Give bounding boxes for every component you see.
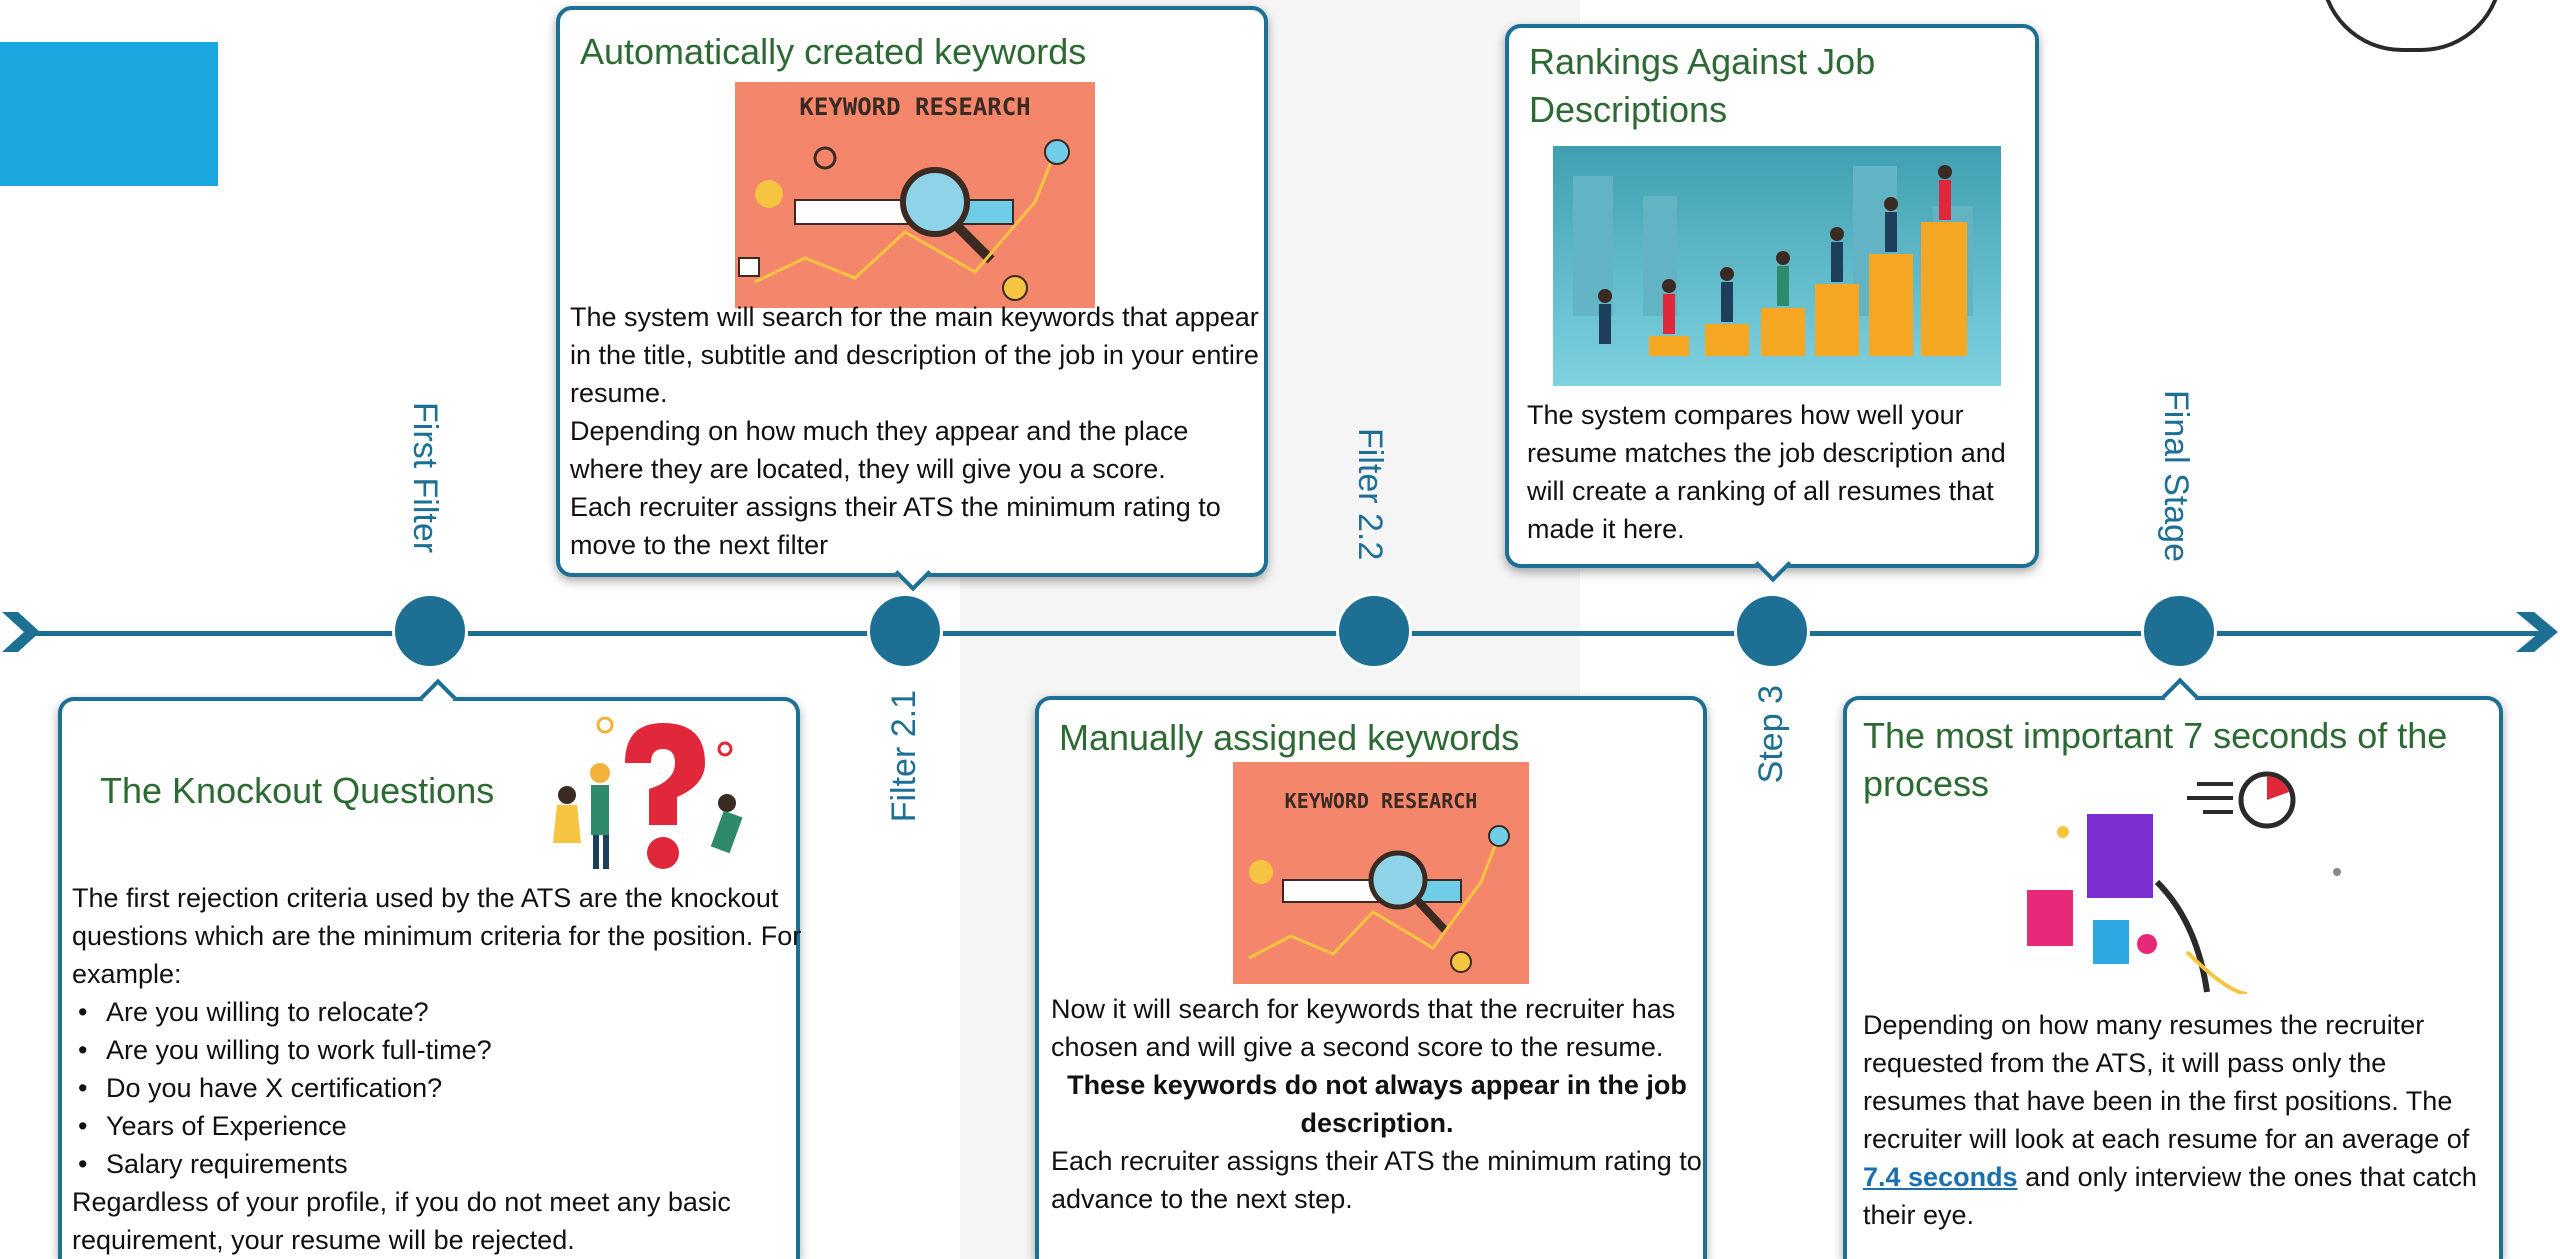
- card-rankings: Rankings Against Job Descriptions: [1505, 24, 2039, 583]
- card-pointer: [1754, 545, 1792, 583]
- stage-label-final-stage: Final Stage: [2157, 390, 2195, 562]
- timeline-start-arrow-icon: [2, 612, 40, 652]
- keyword-research-image: KEYWORD RESEARCH: [1233, 762, 1529, 984]
- card-text-after: and only interview the ones that catch t…: [1863, 1162, 2477, 1230]
- card-pointer: [2161, 677, 2199, 715]
- timeline-end-arrow-icon: [2516, 612, 2558, 652]
- keyword-research-caption: KEYWORD RESEARCH: [1284, 789, 1478, 813]
- card-text: Depending on how much they appear and th…: [570, 416, 1189, 484]
- ranking-image: [1553, 146, 2001, 386]
- magnifier-icon: [738, 139, 1070, 301]
- list-item: Do you have X certification?: [72, 1069, 802, 1107]
- timeline-node-filter-2-1[interactable]: [867, 593, 943, 669]
- card-intro-text: The first rejection criteria used by the…: [72, 883, 802, 989]
- card-text: Each recruiter assigns their ATS the min…: [1051, 1146, 1702, 1214]
- list-item: Salary requirements: [72, 1145, 802, 1183]
- timeline-node-final-stage[interactable]: [2141, 593, 2217, 669]
- card-title: Manually assigned keywords: [1059, 717, 1520, 758]
- documents-timer-icon: [2027, 771, 2341, 994]
- card-manual-keywords: Manually assigned keywords KEYWORD RESEA…: [1035, 696, 1707, 1259]
- card-auto-keywords: Automatically created keywords KEYWORD R…: [556, 6, 1268, 592]
- stage-label-filter-2-2: Filter 2.2: [1351, 428, 1389, 561]
- card-text: The system compares how well your resume…: [1527, 400, 2006, 544]
- timeline-node-first-filter[interactable]: [392, 593, 468, 669]
- stage-label-filter-2-1: Filter 2.1: [885, 690, 923, 823]
- card-bold-note: These keywords do not always appear in t…: [1067, 1070, 1687, 1138]
- list-item: Are you willing to relocate?: [72, 993, 802, 1031]
- stage-label-first-filter: First Filter: [406, 402, 444, 554]
- card-pointer: [419, 678, 457, 716]
- knockout-question-list: Are you willing to relocate? Are you wil…: [72, 993, 802, 1183]
- card-text-before: Depending on how many resumes the recrui…: [1863, 1010, 2470, 1154]
- keyword-research-image: KEYWORD RESEARCH: [735, 82, 1095, 308]
- stage-label-step-3: Step 3: [1752, 685, 1790, 784]
- question-people-icon: [553, 716, 743, 869]
- timeline-node-step-3[interactable]: [1734, 593, 1810, 669]
- magnifier-icon: [1248, 825, 1510, 973]
- card-text: The system will search for the main keyw…: [570, 302, 1259, 408]
- card-text: Now it will search for keywords that the…: [1051, 994, 1676, 1062]
- card-seven-seconds: The most important 7 seconds of the proc…: [1843, 677, 2503, 1259]
- accent-block: [0, 42, 218, 186]
- card-title: Automatically created keywords: [580, 31, 1087, 72]
- card-outro-text: Regardless of your profile, if you do no…: [72, 1187, 731, 1255]
- card-text: Each recruiter assigns their ATS the min…: [570, 492, 1221, 560]
- logo-icon: [2320, 0, 2503, 52]
- list-item: Years of Experience: [72, 1107, 802, 1145]
- timeline-line: [30, 631, 2540, 636]
- timeline-node-filter-2-2[interactable]: [1336, 593, 1412, 669]
- card-text: Depending on how many resumes the recrui…: [1863, 1006, 2493, 1234]
- card-title: Rankings Against Job Descriptions: [1529, 41, 1876, 130]
- ranking-podium-icon: [1573, 165, 1973, 356]
- keyword-research-caption: KEYWORD RESEARCH: [799, 93, 1031, 121]
- card-title: The Knockout Questions: [100, 770, 495, 811]
- card-knockout-questions: The Knockout Questions The first rejecti…: [58, 678, 802, 1259]
- list-item: Are you willing to work full-time?: [72, 1031, 802, 1069]
- card-title: The most important 7 seconds of the proc…: [1863, 715, 2448, 804]
- seven-seconds-link[interactable]: 7.4 seconds: [1863, 1162, 2018, 1192]
